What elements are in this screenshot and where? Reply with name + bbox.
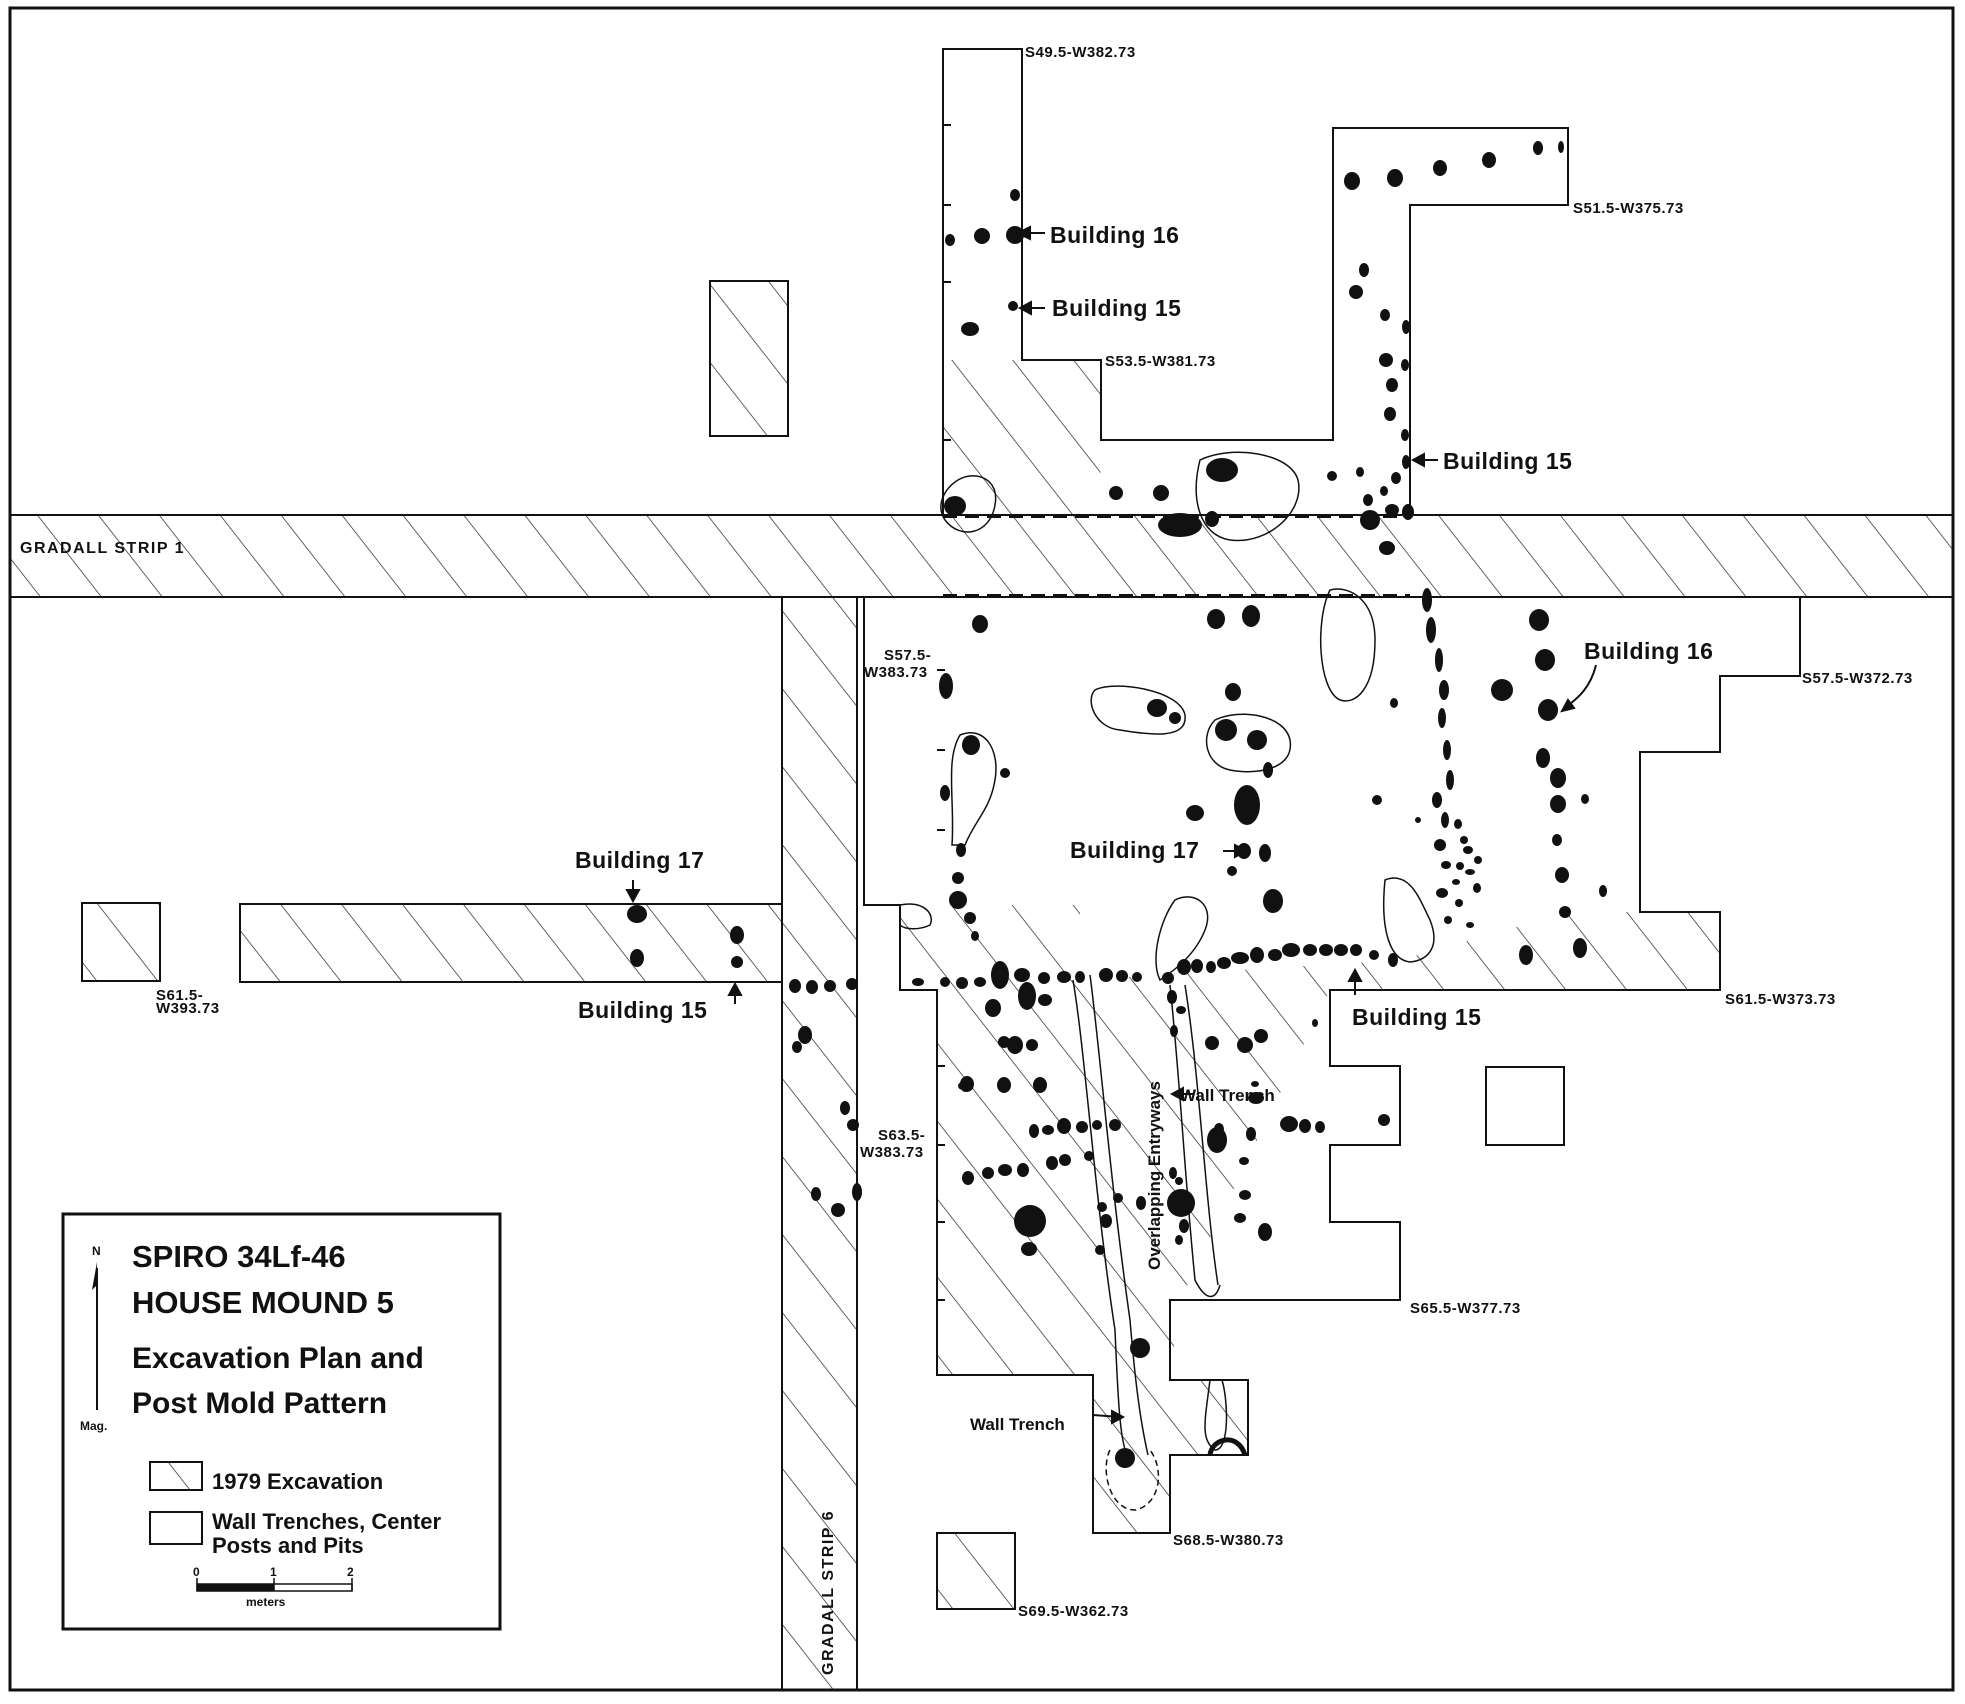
coord-label: S68.5-W380.73 <box>1173 1532 1284 1549</box>
coord-label: S61.5-W373.73 <box>1725 991 1836 1008</box>
pit-outline <box>1382 877 1435 963</box>
scale-tick-1: 1 <box>270 1565 277 1579</box>
pit-outline <box>1090 685 1186 735</box>
wall-trench-label: Wall Trench <box>1180 1086 1275 1105</box>
wall-trench-outline <box>1072 974 1149 1461</box>
north-label: N <box>92 1244 101 1258</box>
feature-outlines <box>899 451 1435 1511</box>
coord-label: W383.73 <box>860 1144 924 1161</box>
coord-label: S51.5-W375.73 <box>1573 200 1684 217</box>
scale-tick-2: 2 <box>347 1565 354 1579</box>
magnetic-label: Mag. <box>80 1419 107 1433</box>
building-label: Building 16 <box>1050 222 1179 248</box>
title-line-1: SPIRO 34Lf-46 <box>132 1239 346 1274</box>
title-line-2: HOUSE MOUND 5 <box>132 1285 394 1320</box>
pit-outline <box>940 475 997 533</box>
legend-swatch-excavation <box>149 1461 203 1491</box>
pit-outline <box>1195 451 1300 542</box>
coord-label: S49.5-W382.73 <box>1025 44 1136 61</box>
north-arrow-head-icon <box>92 1262 97 1290</box>
pit-outline <box>950 732 997 846</box>
title-line-3: Excavation Plan and <box>132 1342 424 1375</box>
legend-label-excavation: 1979 Excavation <box>212 1469 383 1494</box>
gradall-strip-1-label: GRADALL STRIP 1 <box>20 540 185 557</box>
coord-label: S57.5-W372.73 <box>1802 670 1913 687</box>
building-label: Building 15 <box>1352 1004 1481 1030</box>
pit-outline <box>899 903 932 930</box>
main-unit-hatched-band <box>900 905 1720 1533</box>
gradall-strip-6-label: GRADALL STRIP 6 <box>820 1510 837 1675</box>
overlapping-entryways-label: Overlapping Entryways <box>1145 1081 1164 1270</box>
wall-trench-label: Wall Trench <box>970 1415 1065 1434</box>
pit-outline <box>1319 588 1376 702</box>
scale-unit: meters <box>246 1595 286 1609</box>
gradall-strip-6 <box>781 596 858 1691</box>
building-label: Building 16 <box>1584 638 1713 664</box>
hollow-post-mold <box>1207 1437 1248 1456</box>
building-label: Building 17 <box>575 847 704 873</box>
unit-north-west <box>709 280 789 437</box>
coord-label: W383.73 <box>864 664 928 681</box>
building-label: Building 17 <box>1070 837 1199 863</box>
coord-label: W393.73 <box>156 1000 220 1017</box>
wall-trench-outline <box>1105 1449 1160 1511</box>
building-label: Building 15 <box>1443 448 1572 474</box>
coord-label: S53.5-W381.73 <box>1105 353 1216 370</box>
map-frame <box>8 6 1955 1692</box>
west-trench <box>239 903 783 983</box>
title-line-4: Post Mold Pattern <box>132 1387 387 1420</box>
coord-label: S65.5-W377.73 <box>1410 1300 1521 1317</box>
unit-far-west <box>81 902 161 982</box>
coord-label: S61.5- <box>156 987 203 1004</box>
legend-label-features-2: Posts and Pits <box>212 1533 364 1558</box>
coord-label: S63.5- <box>878 1127 925 1144</box>
building-label: Building 15 <box>1052 295 1181 321</box>
label-arrows <box>625 225 1597 1425</box>
excavation-1979-areas <box>9 280 1954 1691</box>
coord-label: S57.5- <box>884 647 931 664</box>
building-label: Building 15 <box>578 997 707 1023</box>
legend-box: N Mag. SPIRO 34Lf-46 HOUSE MOUND 5 Excav… <box>61 1212 502 1631</box>
legend-label-features-1: Wall Trenches, Center <box>212 1509 441 1534</box>
scale-tick-0: 0 <box>193 1565 200 1579</box>
coord-label: S69.5-W362.73 <box>1018 1603 1129 1620</box>
north-unit-hatched <box>943 360 1101 515</box>
wall-trench-outline <box>1204 1379 1228 1451</box>
legend-swatch-features <box>149 1511 203 1545</box>
pit-outline <box>1205 713 1291 773</box>
unit-south <box>936 1532 1016 1610</box>
post-molds <box>627 141 1607 1468</box>
scale-bar: 0 1 2 meters <box>193 1565 354 1609</box>
